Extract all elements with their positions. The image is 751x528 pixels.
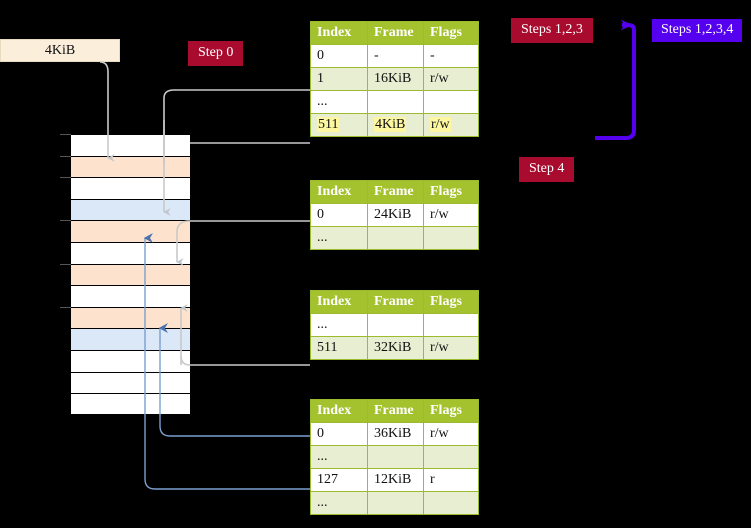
memory-frame-row [71,177,190,199]
column-header-flags: Flags [423,290,479,314]
column-header-frame: Frame [367,21,424,45]
column-header-frame: Frame [367,399,424,423]
column-header-frame: Frame [367,180,424,204]
memory-tick [60,177,71,179]
column-header-index: Index [310,290,368,314]
column-header-flags: Flags [423,399,479,423]
cell-index: 1 [310,67,368,91]
cell-flags [423,313,479,337]
column-header-index: Index [310,399,368,423]
badge-steps-123: Steps 1,2,3 [512,19,592,42]
table-row: ... [310,90,479,114]
column-header-index: Index [310,21,368,45]
table-row: ... [310,445,479,469]
cell-index: ... [310,226,368,250]
memory-tick [60,220,71,222]
column-header-flags: Flags [423,180,479,204]
memory-frame-row [71,155,190,178]
physical-memory-column [60,134,190,415]
memory-frame-row [71,306,190,329]
callout-4kib: 4KiB [0,39,120,62]
cell-index: ... [310,313,368,337]
cell-frame: 16KiB [367,67,424,91]
memory-frame-row [71,285,190,307]
table-row: 0-- [310,44,479,68]
cell-flags [423,226,479,250]
highlighted-value: 511 [317,117,340,132]
cell-index: ... [310,90,368,114]
cell-flags [423,491,479,515]
column-header-flags: Flags [423,21,479,45]
memory-tick [60,306,71,308]
table-row: 511 4KiB r/w [310,113,479,137]
memory-frame-row [71,220,190,242]
badge-steps-1234: Steps 1,2,3,4 [652,19,743,42]
cell-frame [367,491,424,515]
highlighted-value: 4KiB [374,117,407,132]
table-row: ... [310,313,479,337]
cell-flags [423,445,479,469]
badge-step-0: Step 0 [189,42,243,65]
cell-frame: 36KiB [367,422,424,446]
cell-frame: - [367,44,424,68]
cell-frame [367,313,424,337]
cell-index: 511 [310,113,368,137]
cell-flags: r [423,468,479,492]
highlighted-value: r/w [430,117,451,132]
cell-flags: - [423,44,479,68]
memory-tick [60,155,71,157]
memory-frame-row [71,328,190,350]
cell-index: 0 [310,203,368,227]
memory-frame-row [71,198,190,221]
wire-steps-loop [595,19,636,140]
cell-flags: r/w [423,67,479,91]
cell-flags: r/w [423,422,479,446]
memory-frame-row [71,371,190,394]
cell-index: ... [310,491,368,515]
cell-frame: 12KiB [367,468,424,492]
cell-flags: r/w [423,113,479,137]
cell-index: 127 [310,468,368,492]
cell-flags: r/w [423,203,479,227]
memory-frame-row [71,350,190,372]
cell-frame: 24KiB [367,203,424,227]
cell-index: 0 [310,44,368,68]
cell-index: 511 [310,336,368,360]
memory-frame-row [71,134,190,156]
memory-frame-row [71,263,190,286]
column-header-frame: Frame [367,290,424,314]
memory-frame-row [71,242,190,264]
table-row: ... [310,226,479,250]
cell-frame [367,445,424,469]
memory-frame-row [71,393,190,415]
cell-flags: r/w [423,336,479,360]
memory-tick [60,134,71,135]
cell-index: 0 [310,422,368,446]
cell-frame [367,226,424,250]
memory-tick [60,263,71,265]
column-header-index: Index [310,180,368,204]
cell-frame: 4KiB [367,113,424,137]
cell-index: ... [310,445,368,469]
cell-frame [367,90,424,114]
cell-frame: 32KiB [367,336,424,360]
table-row: ... [310,491,479,515]
badge-step-4: Step 4 [520,158,574,181]
cell-flags [423,90,479,114]
callout-label: 4KiB [44,42,76,58]
